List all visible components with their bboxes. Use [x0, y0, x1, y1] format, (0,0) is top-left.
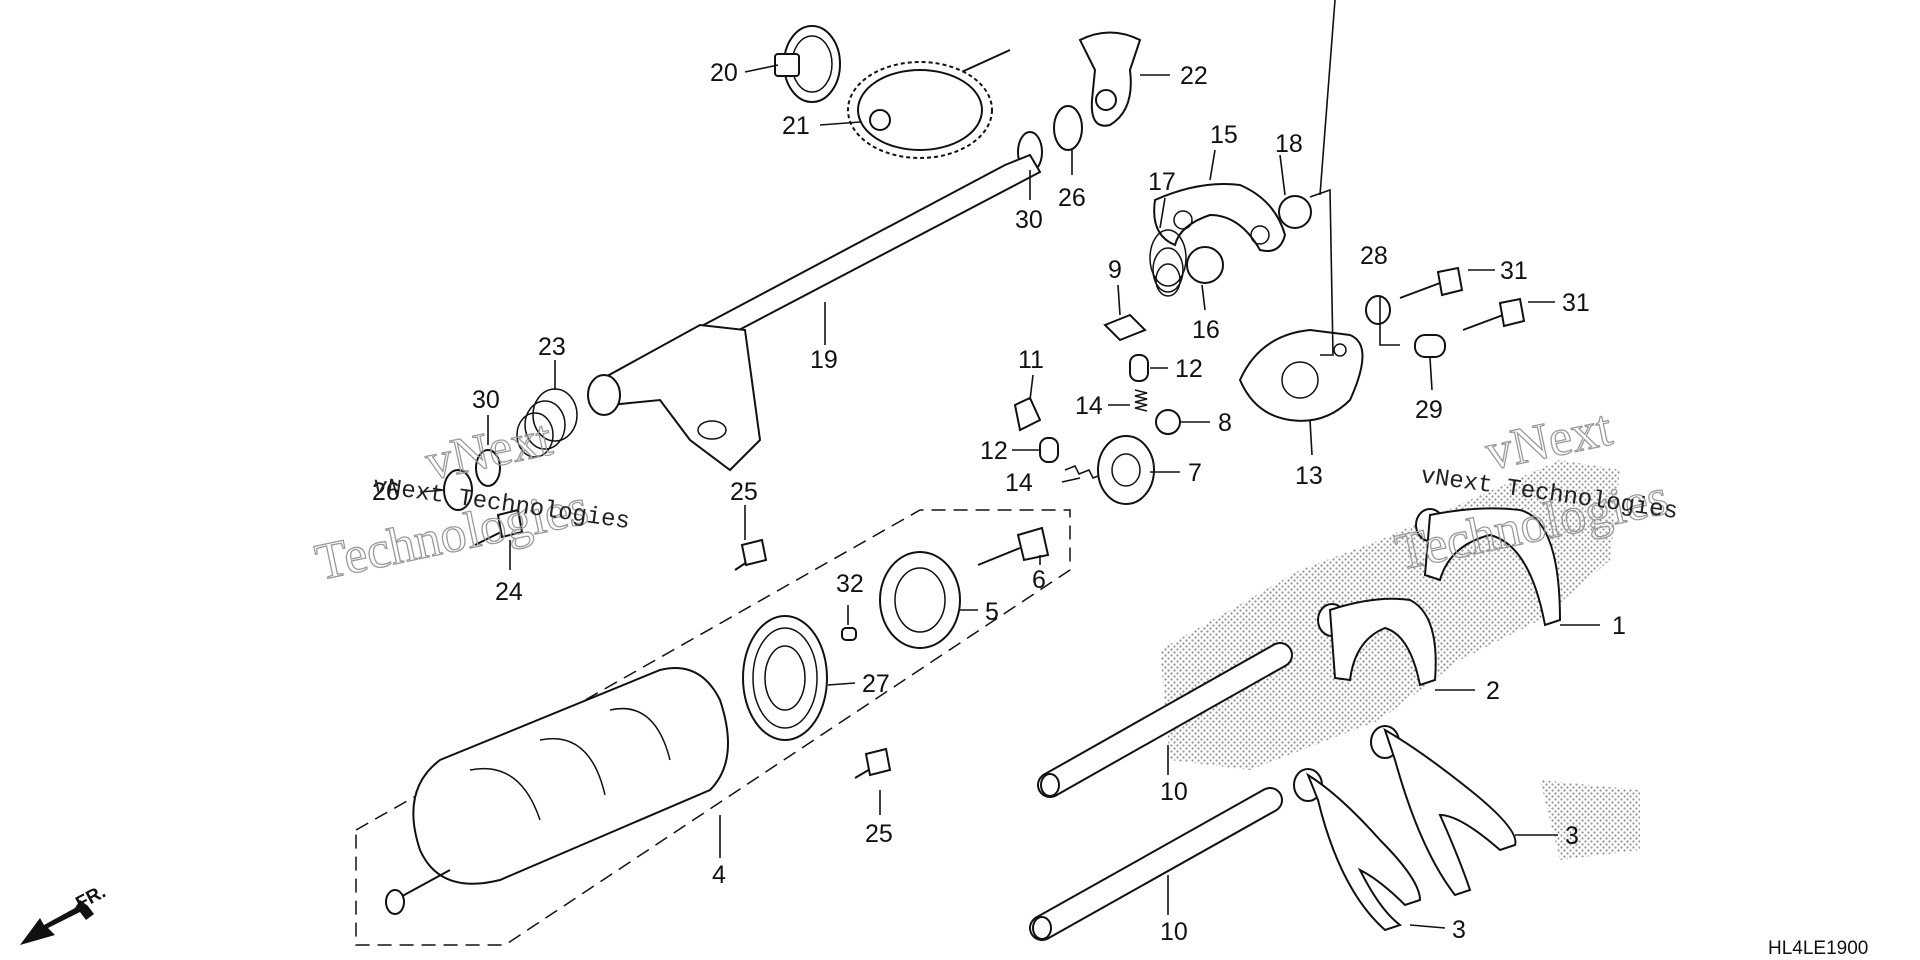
- part-28-collar: [1365, 295, 1391, 325]
- callout-10a: 10: [1160, 778, 1188, 806]
- part-13-plate: [1238, 328, 1364, 422]
- part-17-spring: [1149, 229, 1187, 297]
- part-16-collar: [1186, 246, 1224, 284]
- part-11-stopper: [1013, 396, 1042, 432]
- diagram-code: HL4LE1900: [1768, 938, 1868, 959]
- callout-4: 4: [712, 861, 726, 889]
- callout-30a: 30: [1015, 206, 1043, 234]
- callout-9: 9: [1108, 256, 1122, 284]
- callout-12b: 12: [980, 437, 1008, 465]
- part-18-washer: [1278, 195, 1312, 229]
- callout-27: 27: [862, 670, 890, 698]
- leader-lines: [419, 0, 1600, 929]
- callout-30b: 30: [472, 386, 500, 414]
- part-6-bolt: [977, 526, 1050, 566]
- callout-14b: 14: [1005, 469, 1033, 497]
- callout-17: 17: [1148, 168, 1176, 196]
- part-25-bolt-upper: [734, 538, 768, 571]
- part-14-spring-upper: [1134, 389, 1148, 412]
- part-10-fork-shaft-upper: [1037, 642, 1293, 798]
- part-32-pin: [841, 627, 857, 641]
- part-2-shift-fork: [1317, 597, 1437, 687]
- callout-25a: 25: [730, 478, 758, 506]
- callout-3b: 3: [1452, 916, 1466, 944]
- callout-24: 24: [495, 578, 523, 606]
- callout-16: 16: [1192, 316, 1220, 344]
- part-14-spring-lower: [1064, 465, 1104, 479]
- watermark-right: vNext Technologies vNext Technologies: [1390, 399, 1679, 583]
- part-26-washer: [1053, 105, 1083, 151]
- part-20-gear: [774, 25, 841, 103]
- callout-28: 28: [1360, 242, 1388, 270]
- callout-21: 21: [782, 112, 810, 140]
- part-21-gear-shaft: [847, 49, 1011, 159]
- part-3-shift-fork-lower: [1293, 768, 1422, 932]
- part-22-arm: [1078, 31, 1142, 127]
- callout-11: 11: [1018, 346, 1044, 374]
- part-4-shift-drum: [385, 667, 729, 915]
- part-8-bolt: [1155, 409, 1181, 435]
- callout-19: 19: [810, 346, 838, 374]
- callout-1: 1: [1612, 612, 1626, 640]
- callout-31b: 31: [1562, 289, 1590, 317]
- callout-3a: 3: [1565, 822, 1579, 850]
- callout-31a: 31: [1500, 257, 1528, 285]
- part-10-fork-shaft-lower: [1029, 787, 1283, 941]
- part-31-bolt-lower: [1462, 297, 1526, 331]
- part-29-collar: [1414, 334, 1446, 358]
- callout-12a: 12: [1175, 355, 1203, 383]
- callout-2: 2: [1486, 677, 1500, 705]
- part-7-cam-plate: [1097, 435, 1155, 505]
- callout-20: 20: [710, 59, 738, 87]
- part-23-spring: [516, 388, 578, 458]
- callout-32: 32: [836, 570, 864, 598]
- callout-22: 22: [1180, 62, 1208, 90]
- part-9-stopper: [1103, 313, 1147, 342]
- callout-6: 6: [1032, 566, 1046, 594]
- part-5-drum-center: [879, 551, 961, 649]
- part-31-bolt-upper: [1399, 266, 1464, 299]
- callout-8: 8: [1218, 409, 1232, 437]
- part-15-plate: [1153, 183, 1287, 252]
- part-24-bolt: [474, 508, 524, 546]
- callout-5: 5: [985, 598, 999, 626]
- part-3-shift-fork-upper: [1370, 725, 1517, 897]
- callout-13: 13: [1295, 462, 1323, 490]
- assembly-dashed-box: [355, 509, 1071, 946]
- callout-14a: 14: [1075, 392, 1103, 420]
- callout-29: 29: [1415, 396, 1443, 424]
- callout-18: 18: [1275, 130, 1303, 158]
- callout-labels: 1 2 3 3 4 5 6 7 8 9 10 10 11 12 12 14 14…: [372, 59, 1626, 946]
- callout-26a: 26: [1058, 184, 1086, 212]
- callout-23: 23: [538, 333, 566, 361]
- callout-15: 15: [1210, 121, 1238, 149]
- callout-26b: 26: [372, 478, 400, 506]
- callout-7: 7: [1188, 459, 1202, 487]
- watermark-left-line1: vNext: [421, 409, 558, 491]
- callout-10b: 10: [1160, 918, 1188, 946]
- part-12-pin-upper: [1129, 354, 1149, 382]
- part-30-washer-left: [475, 449, 501, 487]
- callout-25b: 25: [865, 820, 893, 848]
- part-27-bearing: [742, 615, 828, 741]
- front-direction-arrow-icon: FR.: [20, 882, 109, 945]
- part-12-pin-lower: [1039, 437, 1059, 463]
- watermark-left: vNext Technologies vNext Technologies: [310, 409, 631, 593]
- part-19-shift-shaft: [587, 153, 1042, 472]
- part-1-shift-fork: [1415, 507, 1562, 627]
- part-25-bolt-lower: [854, 747, 892, 779]
